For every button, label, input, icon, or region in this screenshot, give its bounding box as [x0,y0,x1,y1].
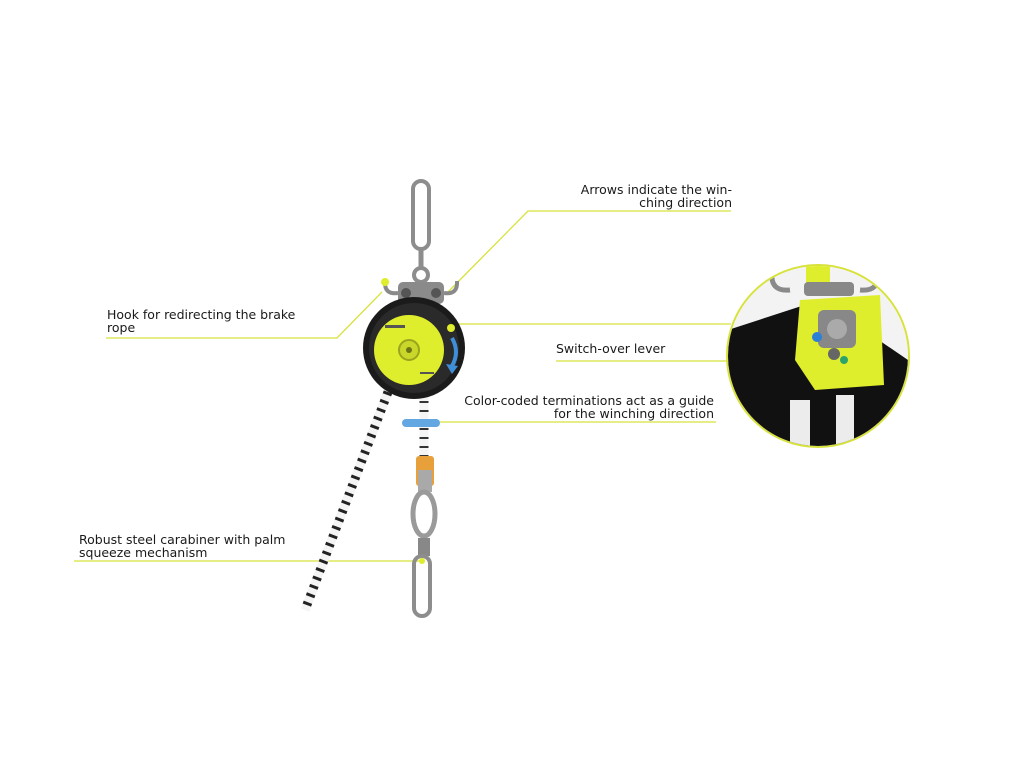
winching-arrows [381,337,458,374]
blue-termination [402,419,440,427]
top-carabiner [411,179,431,284]
lower-connector [410,456,438,556]
callout-color-coded: Color-coded terminations act as a guide … [464,394,714,420]
leader-lines [74,210,731,562]
bottom-carabiner [412,554,432,618]
callout-hook-line2: rope [107,320,136,335]
hook-leader-line [106,291,383,339]
winch-body [363,297,465,399]
callout-hook: Hook for redirecting the brake rope [107,308,295,334]
callout-arrows: Arrows indicate the win- ching direction [581,183,732,209]
blue-direction-arrow [450,337,458,367]
arrows-leader-line [447,210,731,293]
brake-rope [300,390,393,612]
callout-switch-lever-line1: Switch-over lever [556,341,666,356]
callout-color-coded-line1: Color-coded terminations act as a guide [464,393,714,408]
callout-arrows-line1: Arrows indicate the win- [580,182,732,197]
callout-hook-line1: Hook for redirecting the brake [107,307,296,322]
callout-color-coded-line2: for the winching direction [553,406,714,421]
callout-arrows-line2: ching direction [639,195,732,210]
callout-switch-lever: Switch-over lever [556,342,665,355]
yellow-direction-arrow [381,341,392,366]
callout-carabiner-line2: squeeze mechanism [79,545,208,560]
callout-carabiner-line1: Robust steel carabiner with palm [79,532,286,547]
callout-carabiner: Robust steel carabiner with palm squeeze… [79,533,285,559]
switch-lever-detail [726,264,910,448]
